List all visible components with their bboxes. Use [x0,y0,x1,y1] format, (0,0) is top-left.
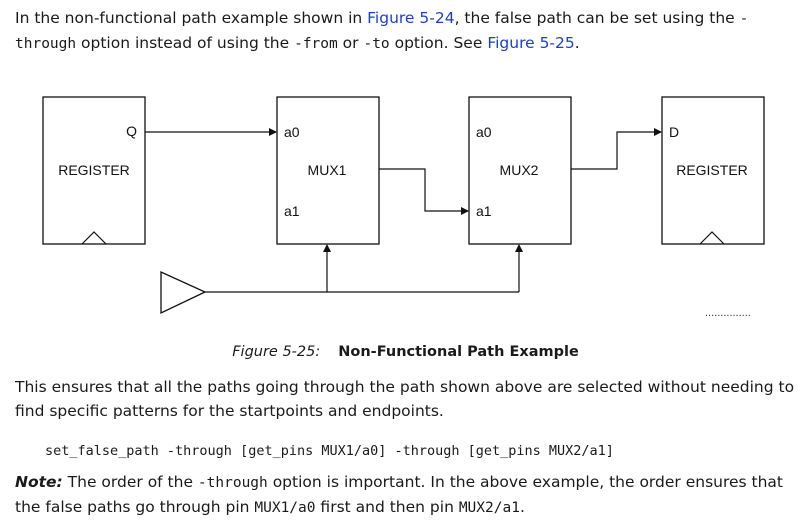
note-text-2: option is important. In the above exampl… [15,473,784,516]
code-line: set_false_path -through [get_pins MUX1/a… [45,443,614,459]
note-label: Note: [15,473,63,491]
intro-text-4: or [337,34,364,52]
intro-text-1: In the non-functional path example shown… [15,9,368,27]
clock-triangle-icon [699,231,725,245]
register-right-pin-d: D [669,124,679,140]
intro-text-3: option instead of using the [76,34,295,52]
mux1-label: MUX1 [308,162,347,178]
caption-number: Figure 5-25: [232,344,321,360]
note-text-1: The order of the [62,473,198,491]
from-option-code: -from [294,36,338,52]
mux1: MUX1 a0 a1 [276,96,380,245]
wire-mux1-to-mux2-a1 [379,168,469,215]
mux2-label: MUX2 [500,162,539,178]
non-functional-path-diagram: REGISTER Q MUX1 a0 a1 MUX2 a0 a1 REGISTE… [42,96,765,319]
mux1-pin-a0: a0 [284,124,300,140]
note-through-code: -through [197,475,268,491]
figure-caption: Figure 5-25: Non-Functional Path Example [0,344,811,360]
note-mux1-a0-code: MUX1/a0 [254,500,316,516]
mux2-pin-a1: a1 [476,203,492,219]
caption-title: Non-Functional Path Example [338,344,579,360]
mux1-pin-a1: a1 [284,203,300,219]
through-option-code: -through [15,11,749,52]
register-right: REGISTER D [661,96,765,245]
note-paragraph: Note: The order of the -through option i… [15,470,805,520]
intro-text-6: . [574,34,580,52]
mux2-pin-a0: a0 [476,124,492,140]
register-right-label: REGISTER [676,162,748,178]
clock-triangle-icon [81,231,107,245]
intro-paragraph: In the non-functional path example shown… [15,6,805,56]
to-option-code: -to [363,36,390,52]
register-left: REGISTER Q [42,96,146,245]
figure-5-24-link[interactable]: Figure 5-24 [367,9,455,27]
intro-text-2: , the false path can be set using the [454,9,740,27]
note-text-4: . [519,498,525,516]
mux2: MUX2 a0 a1 [468,96,572,245]
body-paragraph: This ensures that all the paths going th… [15,378,795,420]
intro-text-5: option. See [389,34,488,52]
dotted-mark: ............... [705,307,751,319]
wire-mux2-to-register-d [571,128,662,170]
register-left-label: REGISTER [58,162,130,178]
figure-5-25-link[interactable]: Figure 5-25 [487,34,575,52]
register-left-pin-q: Q [126,123,137,139]
buffer-triangle-icon [160,270,207,315]
note-text-3: first and then pin [315,498,459,516]
note-mux2-a1-code: MUX2/a1 [458,500,520,516]
